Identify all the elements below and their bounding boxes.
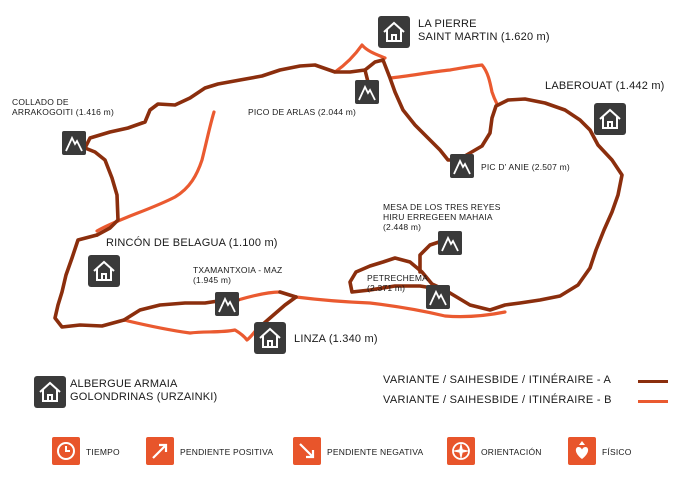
icon-label-pendiente-negativa: PENDIENTE NEGATIVA: [327, 447, 424, 457]
mountain-icon: [426, 285, 450, 309]
house-icon: [254, 322, 286, 354]
mountain-icon: [450, 154, 474, 178]
uphill-arrow-icon: [146, 437, 174, 465]
legend-albergue: ALBERGUE ARMAIA GOLONDRINAS (URZAINKI): [70, 378, 218, 403]
label-linza: LINZA (1.340 m): [294, 333, 378, 345]
mountain-icon: [62, 131, 86, 155]
legend-variant-b-swatch: [638, 400, 668, 403]
house-icon: [378, 16, 410, 48]
house-icon: [594, 103, 626, 135]
label-collado: COLLADO DE ARRAKOGOITI (1.416 m): [12, 97, 114, 117]
icon-label-orientacion: ORIENTACIÓN: [481, 447, 542, 457]
label-mesa: MESA DE LOS TRES REYES HIRU ERREGEEN MAH…: [383, 202, 501, 232]
label-rincon: RINCÓN DE BELAGUA (1.100 m): [106, 237, 278, 249]
legend-variant-b-label: VARIANTE / SAIHESBIDE / ITINÉRAIRE - B: [383, 394, 612, 406]
downhill-arrow-icon: [293, 437, 321, 465]
compass-icon: [447, 437, 475, 465]
legend-variant-a-label: VARIANTE / SAIHESBIDE / ITINÉRAIRE - A: [383, 374, 612, 386]
icon-label-fisico: FÍSICO: [602, 447, 632, 457]
house-icon: [88, 255, 120, 287]
variant-b-trail: [95, 43, 507, 342]
house-icon: [34, 376, 66, 408]
label-pico-arlas: PICO DE ARLAS (2.044 m): [248, 107, 357, 117]
label-pic-anie: PIC D’ ANIE (2.507 m): [481, 162, 570, 172]
label-txamantxoia: TXAMANTXOIA - MAZ (1.945 m): [193, 265, 283, 285]
icon-label-pendiente-positiva: PENDIENTE POSITIVA: [180, 447, 274, 457]
label-la-pierre: LA PIERRE SAINT MARTIN (1.620 m): [418, 18, 550, 43]
clock-icon: [52, 437, 80, 465]
heart-icon: [568, 437, 596, 465]
label-petrechema: PETRECHEMA (2.371 m): [367, 273, 429, 293]
mountain-icon: [215, 292, 239, 316]
icon-label-tiempo: TIEMPO: [86, 447, 120, 457]
mountain-icon: [355, 80, 379, 104]
mountain-icon: [438, 231, 462, 255]
variant-a-trail: [53, 58, 624, 329]
label-laberouat: LABEROUAT (1.442 m): [545, 80, 665, 92]
legend-variant-a-swatch: [638, 380, 668, 383]
